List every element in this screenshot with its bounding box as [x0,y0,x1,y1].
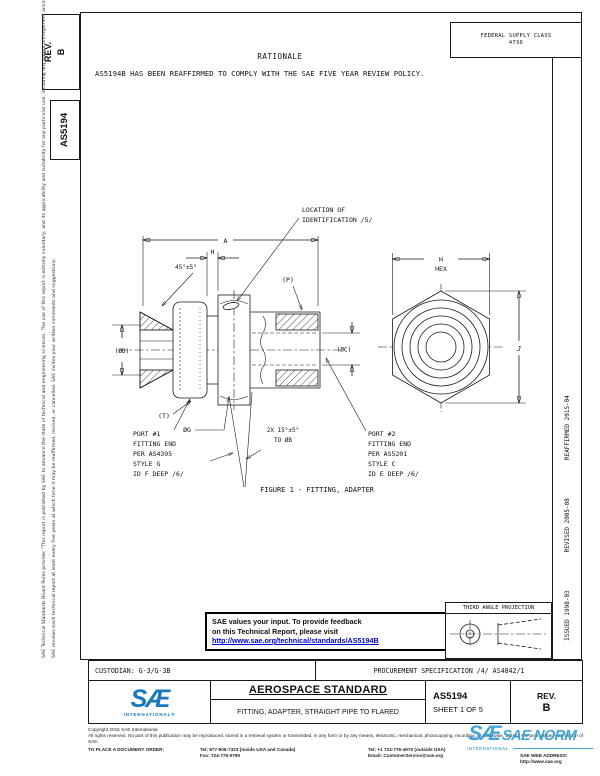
feedback-line1: SAE values your input. To provide feedba… [212,617,362,626]
doc-title: FITTING, ADAPTER, STRAIGHT PIPE TO FLARE… [237,708,399,716]
side-view [118,290,345,488]
tel-outside: Tel: +1 724-776-4970 (outside USA) [368,747,446,752]
rev-cell: REV. B [511,681,582,724]
hex-hex-label: HEX [435,265,447,273]
port2-line2: FITTING END [368,440,411,448]
projection-box: THIRD ANGLE PROJECTION [445,602,552,659]
watermark-sae-logo-icon: SÆ [467,722,501,745]
hex-end-view: H HEX J [378,253,526,412]
doc-number-box: AS5194 [50,100,80,160]
sae-logo-cell: SÆ INTERNATIONAL® [89,681,211,724]
figure-caption: FIGURE 1 - FITTING, ADAPTER [260,486,375,494]
location-id-label-2: IDENTIFICATION /5/ [302,216,373,224]
watermark-subtext: INTERNATIONAL [466,746,510,751]
revision-history-strip: ISSUED 1998-03 REVISED 2005-08 REAFFIRME… [552,373,582,663]
port1-line5: ID F DEEP /6/ [133,470,184,478]
port1-line1: PORT #1 [133,430,160,438]
dim-p-label: (P) [282,276,294,284]
figure-1-drawing: A H 45°±5° LOCATION OF IDENTIFICATION /5… [112,206,526,494]
flare-angle-label: 45°±5° [175,264,197,271]
chamfer-note-1: 2X 15°±5° [267,427,300,434]
rationale-section: RATIONALE AS5194B HAS BEEN REAFFIRMED TO… [95,52,465,78]
tel-inside: Tel: 877-606-7323 (inside USA and Canada… [200,747,296,752]
rev-label: REV. [536,691,557,701]
copyright-line: Copyright 2015 SAE International [88,727,158,732]
footer: Copyright 2015 SAE International All rig… [88,727,585,765]
doc-number: AS5194 [433,691,468,702]
port2-line5: ID E DEEP /6/ [368,470,419,478]
standard-title-cell: AEROSPACE STANDARD FITTING, ADAPTER, STR… [211,681,426,724]
third-angle-projection-symbol [450,618,546,650]
projection-label: THIRD ANGLE PROJECTION [446,603,551,614]
port2-line3: PER AS5201 [368,450,407,458]
issued-date: ISSUED 1998-03 [563,590,571,641]
dim-t-label: (T) [158,412,170,420]
watermark-text: SAE NORM [501,728,577,744]
title-block: CUSTODIAN: G-3/G-3B PROCUREMENT SPECIFIC… [88,660,583,724]
port2-line4: STYLE C [368,460,395,468]
order-label: TO PLACE A DOCUMENT ORDER: [88,747,165,752]
fax-number: Fax: 724-776-0790 [200,753,241,758]
sae-norm-watermark: SÆ SAE NORM INTERNATIONAL [467,722,595,751]
procurement-cell: PROCUREMENT SPECIFICATION /4/ AS4842/1 [373,666,525,675]
port2-callout: PORT #2 FITTING END PER AS5201 STYLE C I… [326,358,419,478]
reaffirmed-date: REAFFIRMED 2015-04 [563,395,571,461]
feedback-box: SAE values your input. To provide feedba… [205,612,450,651]
rev-box-value: B [56,48,66,56]
port2-line1: PORT #2 [368,430,395,438]
doc-type: AEROSPACE STANDARD [211,681,425,700]
drawing-frame [80,12,582,660]
rev-box: REV. B [42,14,80,90]
sae-logo-subtitle: INTERNATIONAL® [123,712,176,718]
revised-date: REVISED 2005-08 [563,498,571,553]
doc-number-vertical: AS5194 [59,112,70,148]
disclaimer-line-2: SAE reviews each technical report at lea… [52,258,57,658]
dim-h-label: H [211,248,215,256]
location-id-label-1: LOCATION OF [302,206,345,214]
side-view-dimensions: A H 45°±5° LOCATION OF IDENTIFICATION /5… [112,206,419,478]
dim-og-label: ØG [183,426,191,434]
order-info: TO PLACE A DOCUMENT ORDER: Tel: 877-606-… [88,747,585,765]
web-address[interactable]: SAE WEB ADDRESS: http://www.sae.org [520,753,568,764]
custodian-cell: CUSTODIAN: G-3/G-3B [89,661,316,680]
rights-text: All rights reserved. No part of this pub… [88,733,584,744]
dim-a-label: A [224,237,228,245]
port1-line2: FITTING END [133,440,176,448]
feedback-link[interactable]: http://www.sae.org/technical/standards/A… [212,636,379,645]
chamfer-note-2: TO ØB [274,437,292,444]
doc-number-cell: AS5194 SHEET 1 OF 5 [426,681,511,724]
watermark-rule [512,748,594,749]
disclaimer-line-1: SAE Technical Standards Board Rules prov… [42,0,47,658]
dim-od-label: (ØD) [115,348,129,355]
fsc-line1: FEDERAL SUPPLY CLASS [480,33,552,39]
feedback-line2: on this Technical Report, please visit [212,626,339,636]
email-address[interactable]: Email: CustomerService@sae.org [368,753,444,758]
legal-disclaimer: SAE Technical Standards Board Rules prov… [38,0,64,658]
port1-callout: PORT #1 FITTING END PER AS4395 STYLE G I… [133,399,190,478]
fsc-line2: 4730 [508,40,524,46]
dim-oc-label: (ØC) [337,347,351,354]
rev-value: B [542,702,551,714]
port1-line3: PER AS4395 [133,450,172,458]
port1-line4: STYLE G [133,460,160,468]
rationale-title: RATIONALE [257,52,303,61]
sheet-number: SHEET 1 OF 5 [433,705,483,714]
right-margin-divider [552,58,553,660]
rationale-text: AS5194B HAS BEEN REAFFIRMED TO COMPLY WI… [95,69,425,78]
fsc-box: FEDERAL SUPPLY CLASS 4730 [450,22,582,58]
hex-h-label: H [439,256,443,264]
dim-j-label: J [516,345,521,353]
sae-logo: SÆ [130,685,171,714]
